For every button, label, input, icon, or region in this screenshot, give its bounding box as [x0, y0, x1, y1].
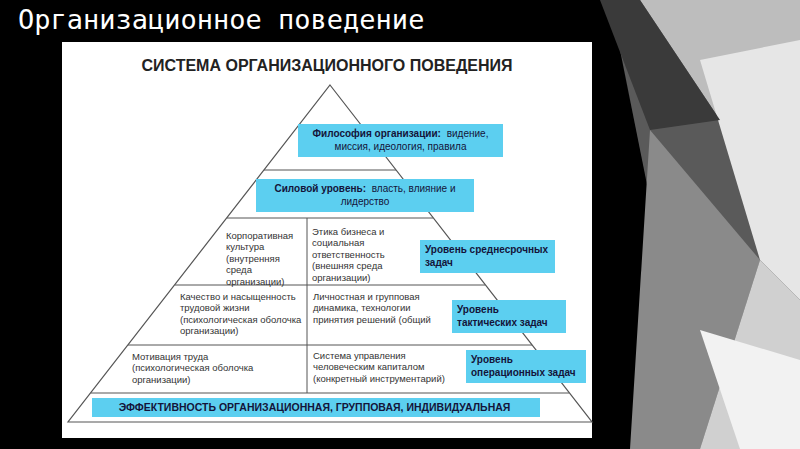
- box-text: Философия организации:: [313, 128, 441, 139]
- box-text: Уровень среднесрочных задач: [425, 244, 548, 268]
- cell-text: Качество и насыщенность трудовой жизни (…: [180, 291, 304, 337]
- cell-text: Личностная и групповая динамика, техноло…: [313, 291, 441, 325]
- philosophy-box: Философия организации: видение, миссия, …: [298, 124, 503, 157]
- panel-heading: СИСТЕМА ОРГАНИЗАЦИОННОГО ПОВЕДЕНИЯ: [62, 56, 592, 75]
- box-text: ЭФФЕКТИВНОСТЬ ОРГАНИЗАЦИОННАЯ, ГРУППОВАЯ…: [119, 401, 511, 413]
- cell-text: Мотивация труда (психологическая оболочк…: [132, 351, 282, 385]
- slide-title: Организационное поведение: [18, 4, 424, 35]
- cell-text: Этика бизнеса и социальная ответственнос…: [312, 226, 404, 283]
- box-text: Уровень операционных задач: [471, 354, 576, 378]
- cell-text: Система управления человеческим капитало…: [313, 350, 461, 384]
- box-text: Уровень тактических задач: [457, 304, 548, 328]
- efficiency-band: ЭФФЕКТИВНОСТЬ ОРГАНИЗАЦИОННАЯ, ГРУППОВАЯ…: [92, 398, 540, 417]
- box-text: Силовой уровень:: [274, 183, 366, 194]
- level-box: Уровень операционных задач: [466, 350, 586, 383]
- level-box: Уровень тактических задач: [452, 300, 566, 333]
- level-box: Уровень среднесрочных задач: [420, 240, 555, 273]
- cell-text: Корпоративная культура (внутренняя среда…: [226, 230, 306, 287]
- power-level-box: Силовой уровень: власть, влияние и лидер…: [256, 179, 474, 212]
